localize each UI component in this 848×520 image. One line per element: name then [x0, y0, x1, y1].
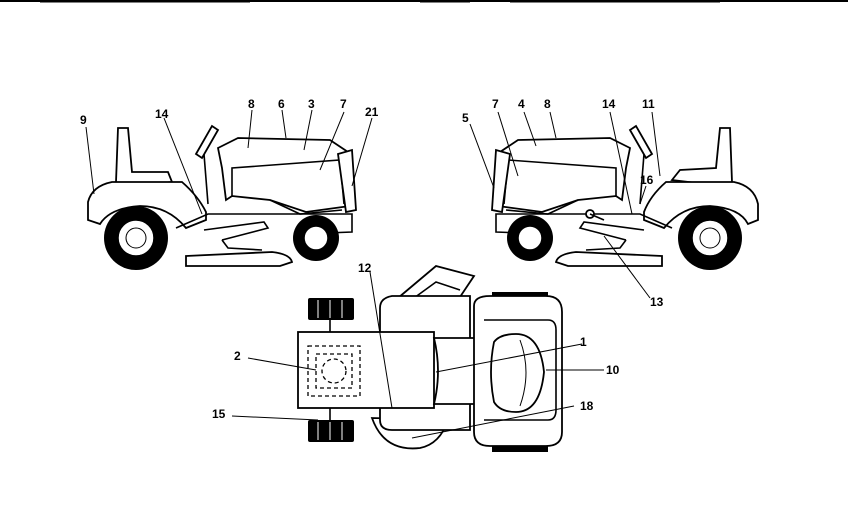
- callout-13: 13: [650, 295, 664, 309]
- top-callouts: 12 2 15 1 10 18: [212, 261, 620, 421]
- callout-8: 8: [544, 97, 551, 111]
- callout-14: 14: [602, 97, 616, 111]
- callout-10: 10: [606, 363, 620, 377]
- rear-fender-right: [643, 181, 759, 230]
- hood-left: [216, 137, 351, 213]
- callout-4: 4: [518, 97, 525, 111]
- mower-deck-right: [554, 251, 663, 267]
- rear-platform: [297, 331, 435, 409]
- top-view-tractor: [231, 265, 604, 452]
- callout-12: 12: [358, 261, 372, 275]
- seat-left: [115, 127, 174, 187]
- callout-7: 7: [492, 97, 499, 111]
- callout-11: 11: [642, 97, 655, 111]
- callout-8: 8: [248, 97, 255, 111]
- callout-9: 9: [80, 113, 87, 127]
- callout-2: 2: [234, 349, 241, 363]
- hood-right: [497, 137, 632, 213]
- callout-7: 7: [340, 97, 347, 111]
- engine-oval: [490, 333, 545, 413]
- cropped-header-strip: [0, 0, 848, 3]
- callout-5: 5: [462, 111, 469, 125]
- callout-3: 3: [308, 97, 315, 111]
- right-side-tractor: [469, 111, 759, 299]
- steering-wheel-left: [194, 124, 220, 160]
- callout-18: 18: [580, 399, 594, 413]
- callout-21: 21: [365, 105, 379, 119]
- callout-6: 6: [278, 97, 285, 111]
- callout-1: 1: [580, 335, 587, 349]
- rear-fender-left: [87, 181, 207, 230]
- seat-right: [670, 127, 733, 187]
- callout-14: 14: [155, 107, 169, 121]
- callout-15: 15: [212, 407, 226, 421]
- steering-wheel-right: [628, 124, 654, 160]
- right-callouts: 5 7 4 8 14 11 16 13: [462, 97, 664, 309]
- left-callouts: 9 14 8 6 3 7 21: [80, 97, 379, 127]
- discharge-chute: [395, 265, 476, 301]
- mower-deck-left: [185, 251, 294, 267]
- left-side-tractor: [85, 109, 373, 270]
- callout-16: 16: [640, 173, 654, 187]
